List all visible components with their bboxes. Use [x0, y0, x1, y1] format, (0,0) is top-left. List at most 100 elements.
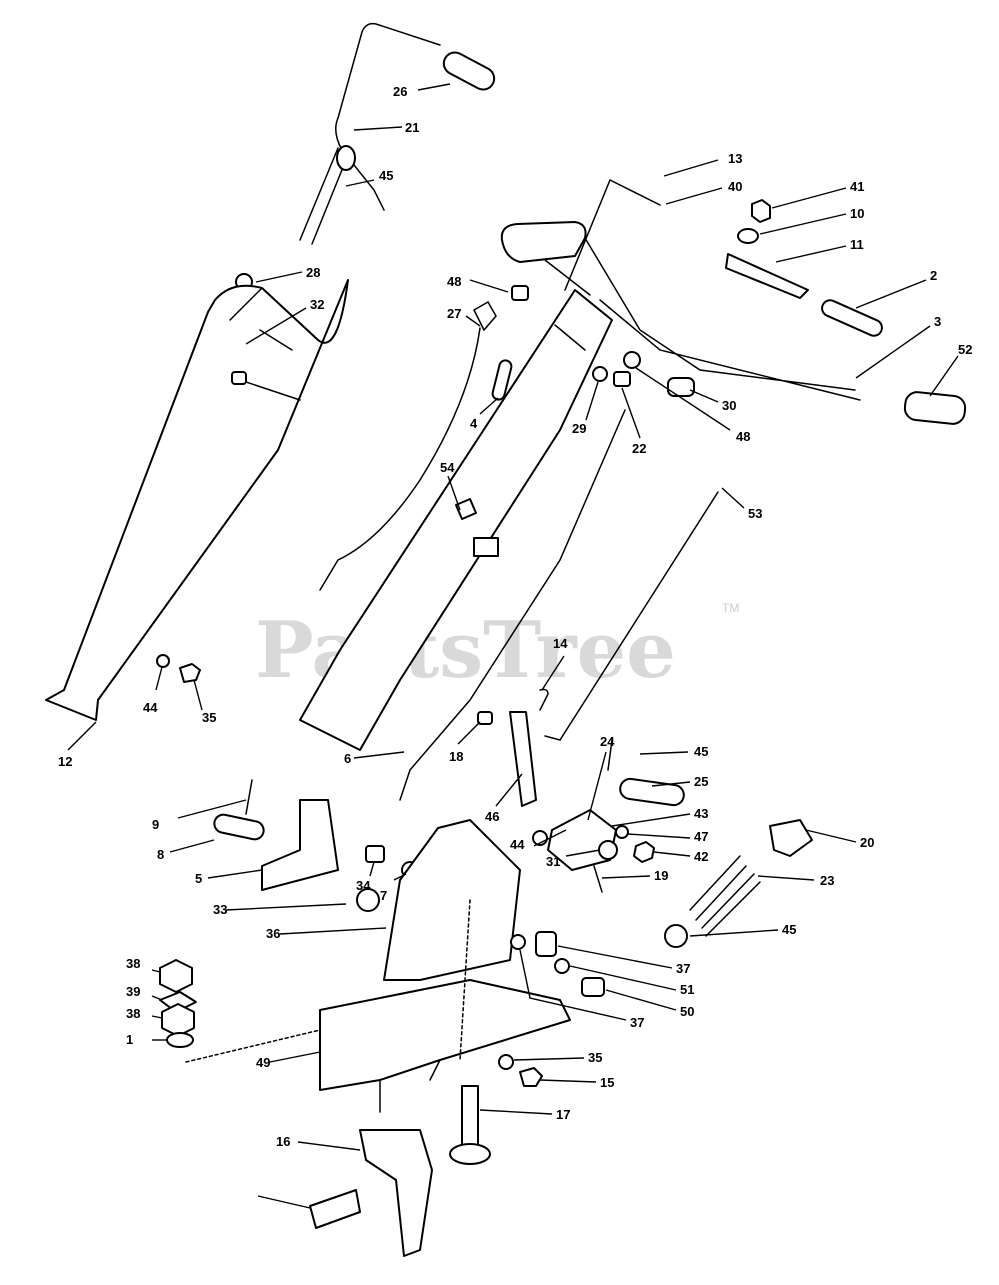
part-15-pin	[461, 1085, 479, 1151]
callout-15: 17	[479, 1107, 570, 1122]
callout-24: 25	[651, 774, 708, 789]
watermark-trademark: TM	[722, 601, 739, 615]
callout-10-label: 11	[850, 237, 864, 252]
callout-19: 31	[546, 849, 601, 869]
callout-36-lower-label: 38	[126, 1006, 140, 1021]
callout-20: 23	[757, 873, 834, 888]
callout-30: 29	[572, 381, 599, 436]
callout-50: 37	[519, 949, 644, 1030]
callout-35-lower-label: 15	[600, 1075, 614, 1090]
callout-37-lower: 35	[513, 1050, 602, 1065]
callout-45-top-label: 45	[379, 168, 393, 183]
part-41-washer	[737, 228, 759, 244]
callout-47-label: 42	[694, 849, 708, 864]
callout-29-label: 22	[632, 441, 646, 456]
callout-54: 54	[440, 460, 461, 511]
part-45-cotter-left	[245, 779, 253, 815]
part-14-lever	[509, 711, 537, 807]
callout-53: 14	[541, 636, 568, 691]
callout-36-lower: 38	[126, 1006, 163, 1021]
part-5-spring	[356, 888, 380, 912]
callout-24-label: 25	[694, 774, 708, 789]
callout-9-label: 8	[157, 847, 164, 862]
part-36-nut-upper	[159, 959, 193, 993]
callout-14-label: 46	[485, 809, 499, 824]
part-52-spacer	[667, 377, 695, 397]
part-42-pin	[593, 865, 603, 893]
part-21-pivot	[336, 145, 356, 171]
part-26-grip	[442, 51, 496, 91]
callout-18-label: 24	[600, 734, 615, 749]
part-15-head	[449, 1143, 491, 1165]
part-12-detail	[229, 287, 301, 401]
callout-40-label: 41	[850, 179, 864, 194]
part-37-washer-right	[554, 958, 570, 974]
part-37-washer-lower	[498, 1054, 514, 1070]
callout-48-right-label: 48	[736, 429, 750, 444]
callout-48-right: 48	[635, 367, 750, 444]
callout-41: 10	[759, 206, 864, 235]
callout-46: 18	[449, 721, 481, 764]
callout-42-label: 19	[654, 868, 668, 883]
callout-23-label: 45	[782, 922, 796, 937]
callout-52: 30	[689, 389, 736, 413]
callout-3-label: 52	[958, 342, 972, 357]
callout-32: 32	[245, 297, 324, 345]
part-2-handlebar-end	[500, 221, 587, 263]
callout-18: 24	[587, 734, 615, 821]
part-17-linkage	[359, 1129, 433, 1257]
callout-34-label: 7	[380, 888, 387, 903]
callout-10: 11	[775, 237, 864, 263]
part-54-block	[473, 537, 499, 557]
callout-23: 45	[689, 922, 796, 937]
callout-54-label: 54	[440, 460, 455, 475]
part-44-washer	[156, 654, 170, 668]
part-47-nut	[633, 841, 655, 863]
callout-45-mid-label: 13	[728, 151, 742, 166]
part-13-rod	[564, 178, 661, 291]
callout-42: 19	[601, 868, 668, 883]
callout-11: 2	[855, 268, 937, 309]
callout-20-label: 23	[820, 873, 834, 888]
callout-27-label: 27	[447, 306, 461, 321]
part-7-bracket	[383, 819, 521, 981]
part-2-handlebar	[584, 237, 861, 401]
callout-8-label: 5	[195, 871, 202, 886]
callout-13-label: 40	[728, 179, 742, 194]
part-12-housing	[45, 279, 349, 721]
callout-15-label: 17	[556, 1107, 570, 1122]
callout-27: 27	[447, 306, 481, 327]
part-11-tube	[821, 299, 883, 337]
callout-12: 12	[58, 721, 97, 769]
callout-17-label: 16	[276, 1134, 290, 1149]
callout-44-left: 44	[143, 666, 163, 715]
callout-30-label: 29	[572, 421, 586, 436]
callout-12-label: 12	[58, 754, 72, 769]
callout-35-lower: 15	[539, 1075, 614, 1090]
callout-47: 42	[653, 849, 708, 864]
watermark-text: PartsTree	[255, 605, 676, 696]
callout-2: 3	[855, 314, 941, 379]
callout-53-label: 14	[553, 636, 568, 651]
part-10-lever	[725, 253, 809, 299]
callout-31-label: 20	[860, 835, 874, 850]
callout-22-label: 53	[748, 506, 762, 521]
callout-43: 47	[627, 829, 708, 844]
part-22-rod	[544, 491, 719, 741]
callout-22: 53	[721, 487, 762, 521]
callout-25: 43	[611, 806, 708, 827]
callout-8: 5	[195, 869, 263, 886]
callout-25-label: 43	[694, 806, 708, 821]
callout-35-left: 35	[193, 679, 216, 725]
callout-16	[257, 1195, 311, 1209]
callout-45-right-label: 45	[694, 744, 708, 759]
part-39-washer	[166, 1032, 194, 1048]
callout-36-upper-label: 38	[126, 956, 140, 971]
callout-38: 39	[126, 984, 163, 1001]
callout-5: 33	[213, 902, 347, 917]
part-35-bolt	[179, 663, 201, 683]
callout-14: 46	[485, 773, 523, 824]
callout-9: 8	[157, 839, 215, 862]
part-46-bolt	[477, 711, 493, 725]
